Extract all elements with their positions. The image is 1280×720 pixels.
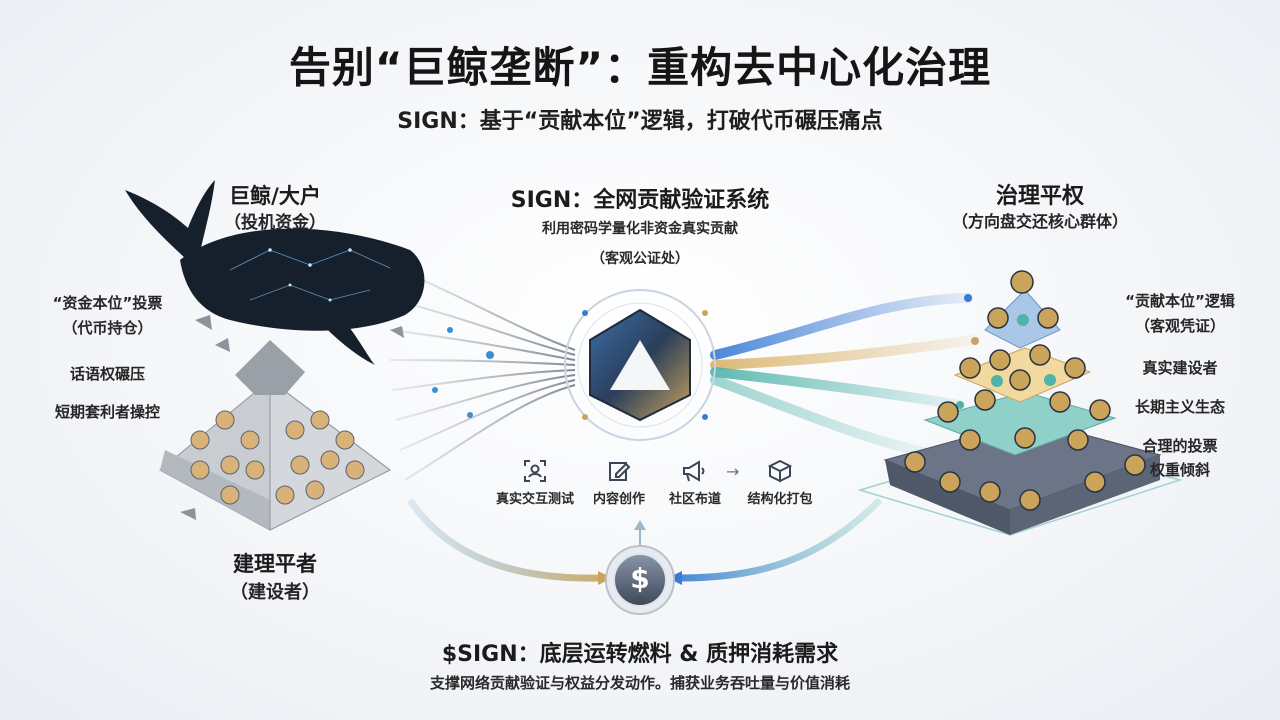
left-point-arbitrage: 短期套利者操控	[20, 401, 195, 422]
hub-description: 利用密码学量化非资金真实贡献	[470, 218, 810, 238]
action-label: 内容创作	[582, 488, 656, 507]
hub-graphic	[565, 290, 715, 440]
megaphone-icon	[680, 458, 710, 484]
page-subtitle: SIGN：基于“贡献本位”逻辑，打破代币碾压痛点	[0, 103, 1280, 135]
whale-title: 巨鲸/大户	[200, 180, 350, 210]
action-content-creation: 内容创作	[582, 458, 656, 507]
right-point-objective-proof: （客观凭证）	[1085, 315, 1275, 336]
action-structured-packaging: 结构化打包	[730, 458, 830, 507]
left-point-capital-vote: “资金本位”投票	[20, 292, 195, 313]
action-label: 结构化打包	[730, 488, 830, 507]
equality-title: 治理平权	[950, 178, 1130, 210]
hub-description-note: （客观公证处）	[470, 248, 810, 268]
right-point-contribution-logic: “贡献本位”逻辑	[1085, 290, 1275, 311]
builders-subtitle: （建设者）	[195, 578, 355, 604]
hub-title: SIGN：全网贡献验证系统	[470, 182, 810, 214]
whale-subtitle: （投机资金）	[200, 208, 350, 233]
right-point-reasonable-vote: 合理的投票	[1085, 435, 1275, 456]
right-point-long-term: 长期主义生态	[1085, 396, 1275, 417]
token-title: $SIGN：底层运转燃料 & 质押消耗需求	[0, 636, 1280, 668]
right-flow-lines	[715, 298, 975, 455]
left-point-token-holding: （代币持仓）	[20, 317, 195, 338]
equality-subtitle: （方向盘交还核心群体）	[930, 208, 1150, 232]
dollar-icon: $	[624, 562, 656, 595]
page-title: 告别“巨鲸垄断”：重构去中心化治理	[0, 34, 1280, 95]
token-description: 支撑网络贡献验证与权益分发动作。捕获业务吞吐量与价值消耗	[0, 672, 1280, 693]
action-label: 社区布道	[658, 488, 732, 507]
edit-icon	[606, 458, 632, 484]
action-community-evangelism: 社区布道	[658, 458, 732, 507]
package-icon	[767, 458, 793, 484]
face-scan-icon	[522, 458, 548, 484]
action-interaction-test: 真实交互测试	[480, 458, 590, 507]
right-point-weight-tilt: 权重倾斜	[1085, 459, 1275, 480]
right-point-real-builders: 真实建设者	[1085, 357, 1275, 378]
bottom-flow-left	[410, 500, 600, 578]
bottom-flow-right	[680, 500, 880, 578]
left-point-voice-crush: 话语权碾压	[20, 363, 195, 384]
left-pyramid	[160, 315, 404, 530]
builders-title: 建理平者	[195, 548, 355, 578]
action-label: 真实交互测试	[480, 488, 590, 507]
